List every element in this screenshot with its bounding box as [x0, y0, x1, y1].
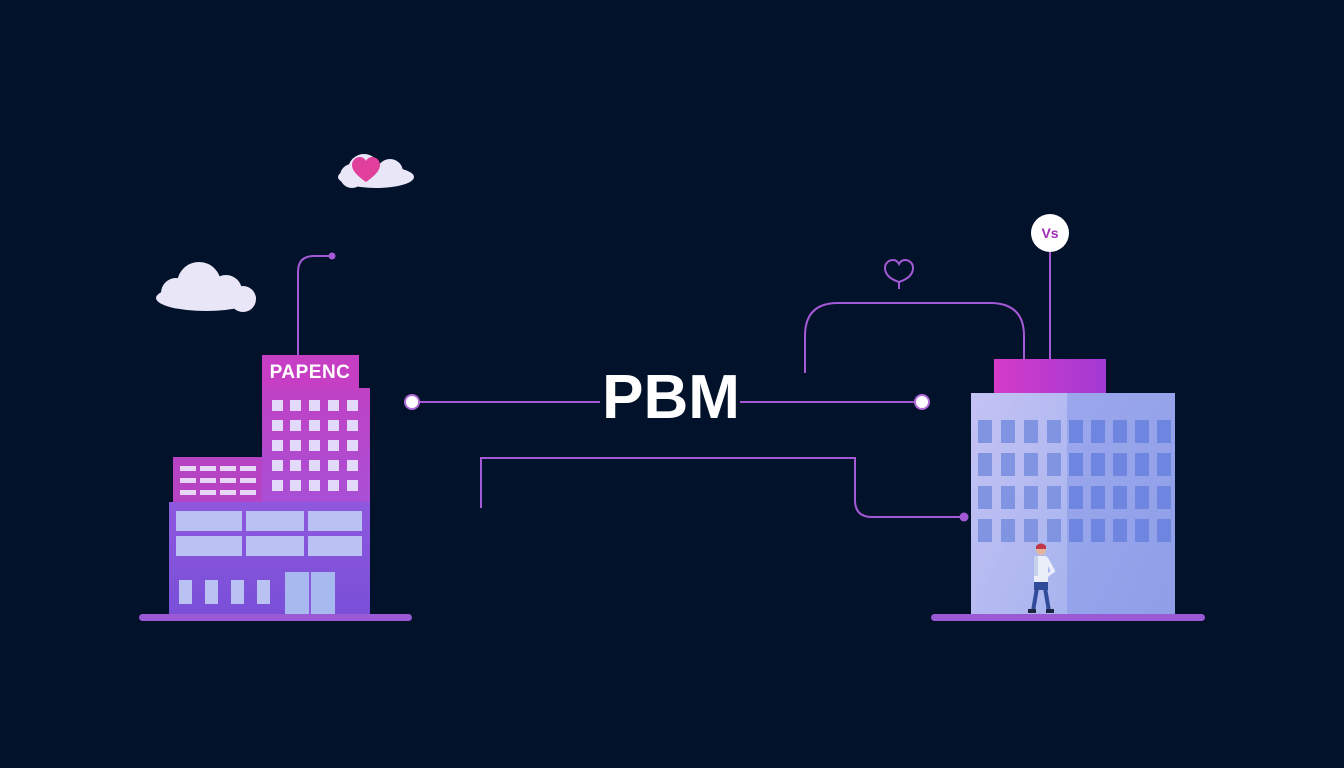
right-ground: [931, 614, 1205, 621]
left-tower-windows: [272, 400, 358, 491]
lower-path-end-dot: [959, 512, 969, 522]
right-roof: [994, 359, 1106, 393]
right-node: [914, 394, 930, 410]
left-building-sign: [262, 355, 359, 388]
left-ground: [139, 614, 412, 621]
left-base-windows: [176, 511, 362, 604]
person-icon: [1028, 543, 1055, 613]
right-building-badge: Vs: [1041, 225, 1058, 241]
left-antenna-line: [297, 255, 330, 356]
left-building-sign-text: PAPENC: [270, 362, 351, 383]
heart-outline-icon: [883, 258, 915, 289]
left-building: PAPENC: [139, 355, 412, 621]
right-windows: [978, 420, 1171, 542]
connector-lines: [297, 250, 1051, 518]
cloud-icon: [156, 262, 256, 312]
cloud-top-heart: [338, 154, 414, 188]
left-wing-windows: [180, 466, 256, 495]
center-label: PBM: [602, 363, 740, 432]
lower-connection-path: [480, 457, 963, 518]
right-building: Vs: [931, 214, 1205, 621]
heart-icon: [352, 157, 380, 182]
left-node: [404, 394, 420, 410]
left-antenna-dot: [328, 252, 336, 260]
badge-icon: Vs: [1031, 214, 1069, 252]
upper-connection-path: [804, 302, 1025, 373]
